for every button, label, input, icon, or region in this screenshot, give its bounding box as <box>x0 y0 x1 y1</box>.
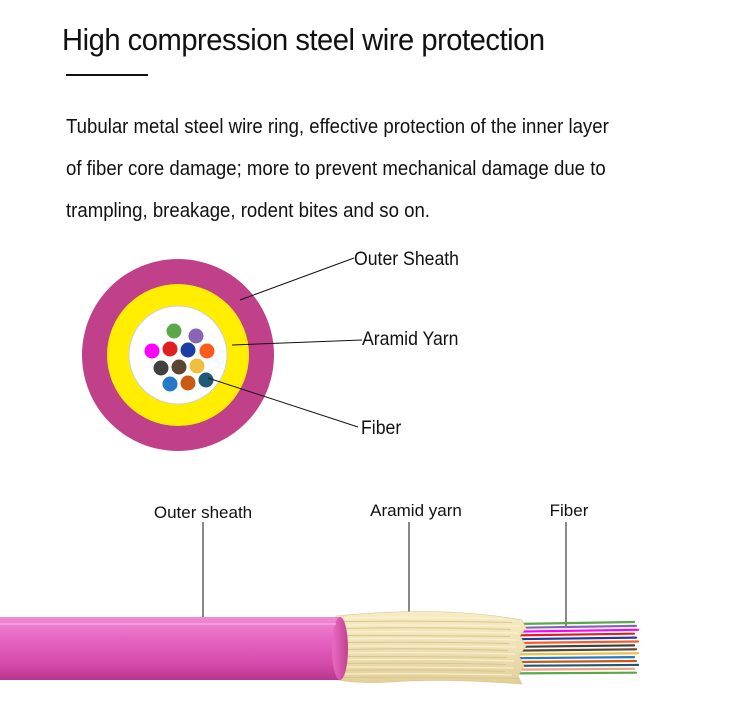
yarn-strand-6 <box>343 635 511 637</box>
yarn-strand-15 <box>343 666 514 669</box>
leader-outer-sheath <box>239 257 355 301</box>
description-line-3: trampling, breakage, rodent bites and so… <box>66 200 430 222</box>
label-aramid-yarn: Aramid Yarn <box>362 327 458 349</box>
yarn-strand-8 <box>343 641 510 644</box>
fiber-dot-7 <box>152 359 170 377</box>
fiber-strand-12 <box>513 663 640 667</box>
yarn-strand-9 <box>343 645 517 648</box>
side-view: Outer sheath Aramid yarn Fiber <box>0 501 640 685</box>
fiber-strand-10 <box>513 655 636 660</box>
fiber-dot-11 <box>179 374 197 392</box>
aramid-yarn-strands <box>343 616 520 679</box>
yarn-strand-10 <box>343 648 509 651</box>
yarn-strand-1 <box>343 616 506 620</box>
yarn-strand-11 <box>343 652 516 655</box>
yarn-strand-12 <box>343 656 508 658</box>
fiber-dot-10 <box>161 375 179 393</box>
fiber-bundle <box>143 322 216 393</box>
fiber-strand-13 <box>513 667 636 671</box>
fiber-dot-6 <box>198 342 216 360</box>
fiber-strand-11 <box>513 659 638 664</box>
fiber-dot-9 <box>188 357 206 375</box>
yarn-strand-7 <box>343 637 518 641</box>
leader-fiber <box>207 377 359 428</box>
title-underline <box>66 74 148 76</box>
fiber-strand-14 <box>513 671 638 675</box>
yarn-strand-5 <box>343 631 519 634</box>
fiber-dot-1 <box>165 322 183 340</box>
description-line-1: Tubular metal steel wire ring, effective… <box>66 116 609 138</box>
outer-sheath-body <box>0 617 340 680</box>
fiber-strand-4 <box>513 632 636 637</box>
aramid-yarn-section <box>335 611 527 685</box>
label-fiber: Fiber <box>361 416 401 438</box>
yarn-strand-13 <box>343 658 515 662</box>
yarn-strand-14 <box>343 662 507 665</box>
page-title: High compression steel wire protection <box>62 22 545 57</box>
yarn-strand-2 <box>343 620 513 623</box>
fiber-dot-2 <box>187 327 205 345</box>
yarn-strand-18 <box>343 677 520 679</box>
fiber-dot-4 <box>161 340 179 358</box>
yarn-strand-17 <box>343 673 513 676</box>
description: Tubular metal steel wire ring, effective… <box>66 106 706 232</box>
fiber-strand-6 <box>513 640 640 645</box>
fiber-strand-5 <box>513 636 638 641</box>
fiber-strand-8 <box>513 648 638 652</box>
outer-sheath-cut-end <box>332 617 348 680</box>
description-line-2: of fiber core damage; more to prevent me… <box>66 158 606 180</box>
yarn-strand-4 <box>343 627 512 630</box>
fiber-strand-7 <box>513 644 636 648</box>
fiber-dot-5 <box>179 341 197 359</box>
fiber-strand-1 <box>513 620 636 626</box>
fiber-strand-3 <box>513 628 640 633</box>
cross-section: Outer Sheath Aramid Yarn Fiber <box>82 247 459 451</box>
fiber-dot-12 <box>197 371 215 389</box>
fiber-strand-9 <box>513 652 640 656</box>
side-label-aramid-yarn: Aramid yarn <box>370 501 462 520</box>
fiber-dot-8 <box>170 358 188 376</box>
label-outer-sheath: Outer Sheath <box>354 247 459 269</box>
leader-aramid-yarn <box>231 339 363 346</box>
side-label-outer-sheath: Outer sheath <box>154 503 252 522</box>
yarn-strand-16 <box>343 669 506 672</box>
fiber-dot-3 <box>143 342 161 360</box>
fiber-strands <box>513 620 640 675</box>
side-label-fiber: Fiber <box>550 501 589 520</box>
fiber-strand-2 <box>513 624 638 629</box>
yarn-strand-3 <box>343 624 520 627</box>
